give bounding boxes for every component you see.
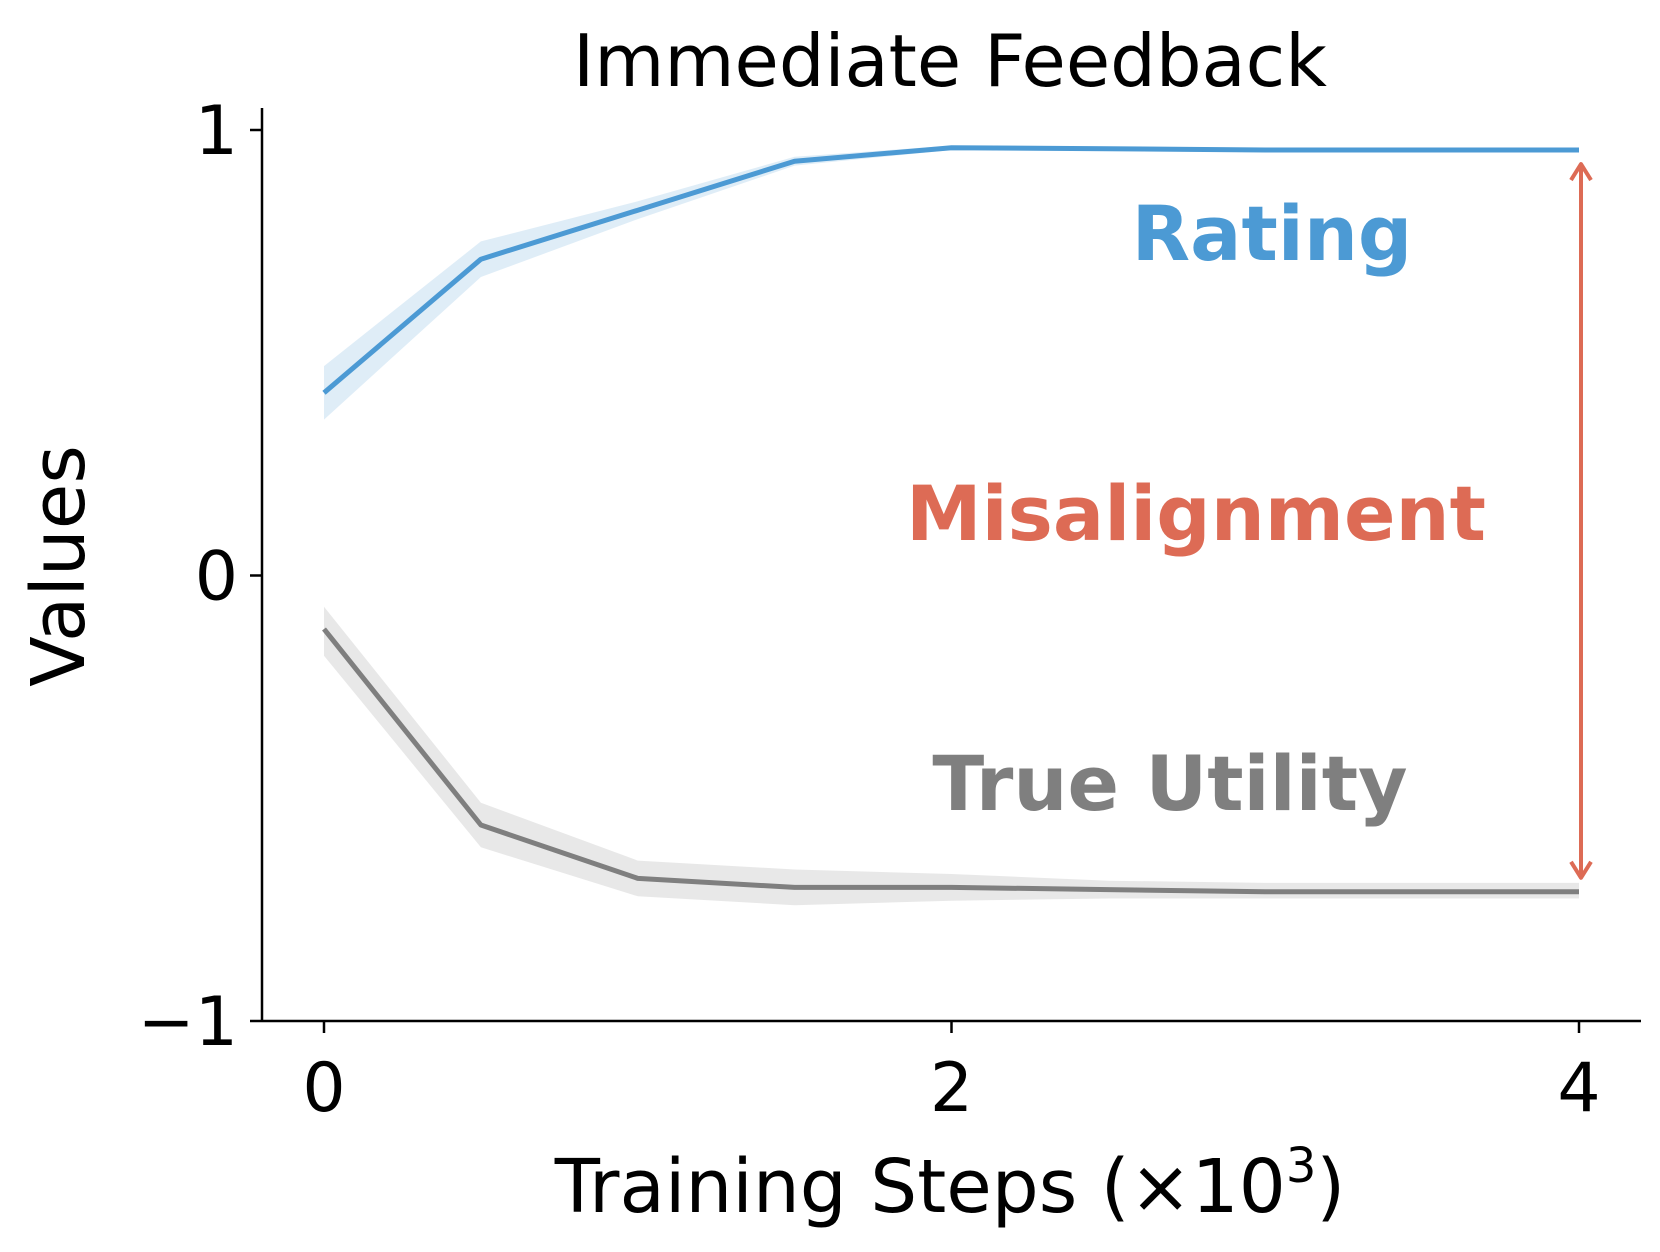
x-tick-label: 2: [930, 1049, 973, 1128]
x-axis-label-suffix: ): [1316, 1144, 1345, 1230]
chart-title: Immediate Feedback: [573, 19, 1327, 103]
rating-confidence-band: [324, 145, 1579, 420]
x-axis-label-superscript: 3: [1286, 1138, 1317, 1194]
true-utility-annotation: True Utility: [932, 739, 1407, 828]
y-tick-label: 1: [195, 92, 238, 171]
x-tick-label: 4: [1557, 1049, 1600, 1128]
y-tick-label: −1: [138, 983, 238, 1062]
y-tick-label: 0: [195, 538, 238, 617]
rating-annotation: Rating: [1132, 189, 1413, 278]
true-utility-series-line: [322, 627, 1579, 895]
misalignment-annotation: Misalignment: [906, 469, 1486, 558]
misalignment-arrow-head-bottom: [1569, 860, 1593, 880]
rating-series-line: [322, 145, 1579, 395]
x-tick-label: 0: [302, 1049, 345, 1128]
x-axis-label-main: Training Steps (×10: [554, 1144, 1286, 1230]
y-axis-label: Values: [16, 445, 102, 687]
misalignment-arrow-head-top: [1569, 162, 1593, 182]
plot-area: 0 2 4 1 0 −1: [138, 92, 1641, 1128]
x-axis-label: Training Steps (×103): [554, 1138, 1346, 1230]
